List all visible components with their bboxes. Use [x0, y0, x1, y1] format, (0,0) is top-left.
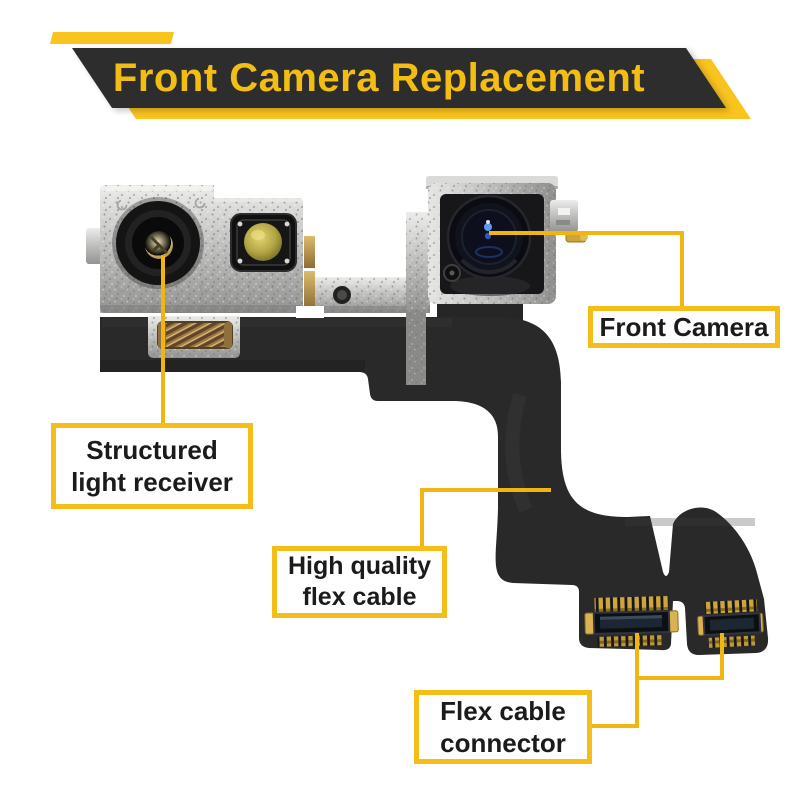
front-camera-module — [406, 176, 588, 385]
label-connector-line1: Flex cable — [440, 695, 566, 726]
label-flex-cable: High quality flex cable — [272, 546, 447, 618]
label-flex-line2: flex cable — [302, 583, 417, 611]
banner-top-accent — [50, 32, 174, 44]
callout-line-connector-right — [637, 633, 724, 680]
label-structured-light-receiver: Structured light receiver — [51, 423, 253, 509]
label-structured-line1: Structured — [86, 434, 218, 465]
structured-light-module — [86, 185, 430, 318]
callout-line-connector-left — [592, 633, 639, 728]
connector-right — [697, 599, 764, 648]
page-title: Front Camera Replacement — [112, 55, 646, 100]
label-front-camera-text: Front Camera — [599, 311, 769, 342]
label-flex-line1: High quality — [287, 551, 432, 580]
callout-line-flex-cable — [420, 488, 551, 546]
label-flex-cable-connector: Flex cable connector — [414, 690, 592, 764]
label-front-camera: Front Camera — [588, 306, 780, 348]
label-structured-line2: light receiver — [71, 467, 233, 497]
flood-illuminator — [230, 213, 297, 272]
connector-left — [584, 595, 679, 647]
callout-line-front-camera — [489, 231, 684, 306]
label-connector-line2: connector — [440, 728, 566, 758]
